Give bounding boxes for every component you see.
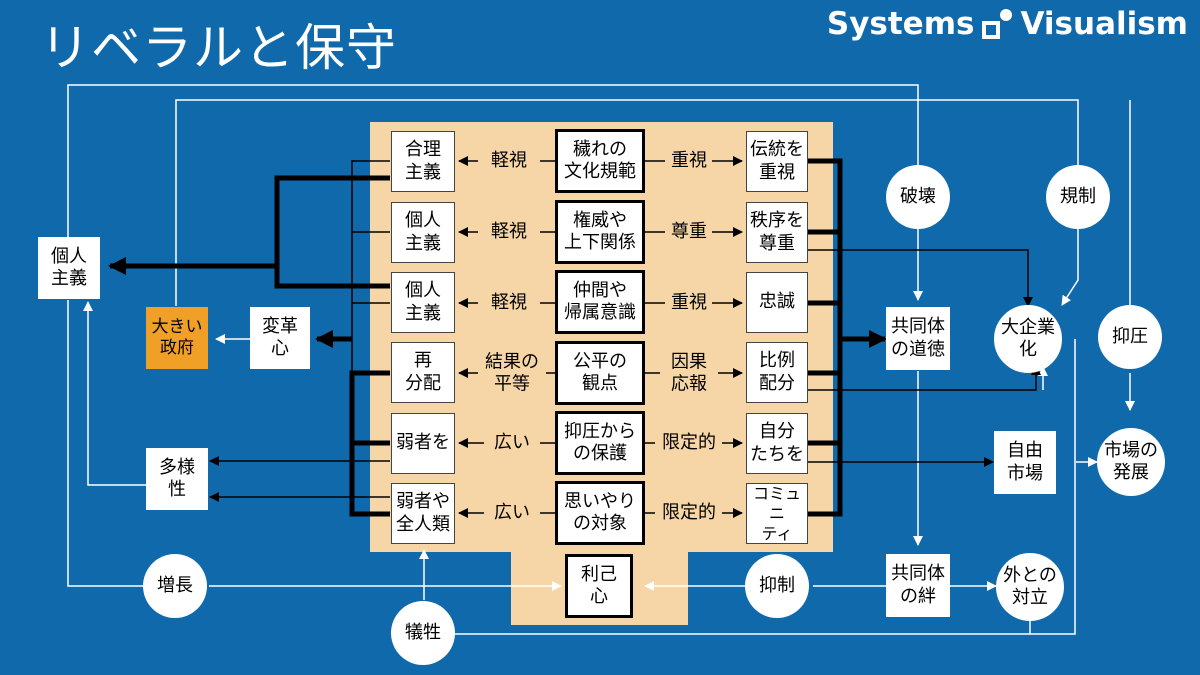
node-purity-norm: 穢れの 文化規範 xyxy=(555,129,645,193)
brand-word-1: Systems xyxy=(826,6,975,42)
node-ourselves: 自分 たちを xyxy=(746,413,808,474)
label-right-2: 尊重 xyxy=(671,221,707,243)
node-diversity: 多様 性 xyxy=(146,448,208,510)
node-regulation: 規制 xyxy=(1046,165,1110,229)
brand-mark-icon xyxy=(982,9,1013,39)
node-destruction: 破壊 xyxy=(886,165,950,229)
node-growth: 増長 xyxy=(143,554,207,618)
node-corporatization: 大企業 化 xyxy=(994,305,1062,373)
node-fairness: 公平の 観点 xyxy=(555,341,645,405)
label-left-6: 広い xyxy=(494,502,530,524)
node-order: 秩序を 尊重 xyxy=(746,202,808,263)
page-title: リベラルと保守 xyxy=(40,19,397,77)
label-right-6: 限定的 xyxy=(662,502,716,524)
node-suppression: 抑圧 xyxy=(1098,305,1162,369)
node-harm-protection: 抑圧から の保護 xyxy=(555,411,645,475)
label-right-3: 重視 xyxy=(671,292,707,314)
node-restraint: 抑制 xyxy=(745,554,809,618)
label-right-4: 因果 応報 xyxy=(671,351,707,394)
label-right-1: 重視 xyxy=(671,150,707,172)
node-free-market: 自由 市場 xyxy=(994,431,1056,494)
node-individualism-1: 個人 主義 xyxy=(391,202,455,263)
node-market-development: 市場の 発展 xyxy=(1097,428,1165,496)
node-reformism: 変革 心 xyxy=(250,307,310,369)
label-left-5: 広い xyxy=(494,432,530,454)
node-external-conflict: 外との 対立 xyxy=(996,553,1064,621)
node-sacrifice: 犠牲 xyxy=(391,601,455,665)
node-loyalty: 忠誠 xyxy=(746,272,808,333)
node-loyalty-group: 仲間や 帰属意識 xyxy=(555,270,645,334)
node-big-government: 大きい 政府 xyxy=(146,307,208,369)
label-right-5: 限定的 xyxy=(662,432,716,454)
node-the-weak: 弱者を xyxy=(391,413,455,474)
label-left-2: 軽視 xyxy=(491,221,527,243)
node-authority: 権威や 上下関係 xyxy=(555,200,645,264)
brand-logo: Systems Visualism xyxy=(827,6,1188,42)
node-rational: 合理 主義 xyxy=(391,131,455,192)
node-community: コミュニ ティ xyxy=(746,483,808,544)
node-tradition: 伝統を 重視 xyxy=(746,131,808,192)
label-left-4: 結果の 平等 xyxy=(485,351,539,394)
node-community-morality: 共同体 の道徳 xyxy=(886,307,950,370)
node-proportionality: 比例 配分 xyxy=(746,342,808,403)
label-left-3: 軽視 xyxy=(491,292,527,314)
node-individualism-outer: 個人 主義 xyxy=(38,237,100,299)
node-care-target: 思いやり の対象 xyxy=(555,481,645,545)
node-redistribution: 再 分配 xyxy=(391,342,455,403)
node-community-bond: 共同体 の絆 xyxy=(886,554,950,617)
node-weak-and-humanity: 弱者や 全人類 xyxy=(391,483,455,544)
label-left-1: 軽視 xyxy=(491,150,527,172)
moral-panel xyxy=(370,122,833,552)
brand-word-2: Visualism xyxy=(1020,6,1188,42)
node-selfishness: 利己 心 xyxy=(565,554,633,618)
node-individualism-2: 個人 主義 xyxy=(391,272,455,333)
